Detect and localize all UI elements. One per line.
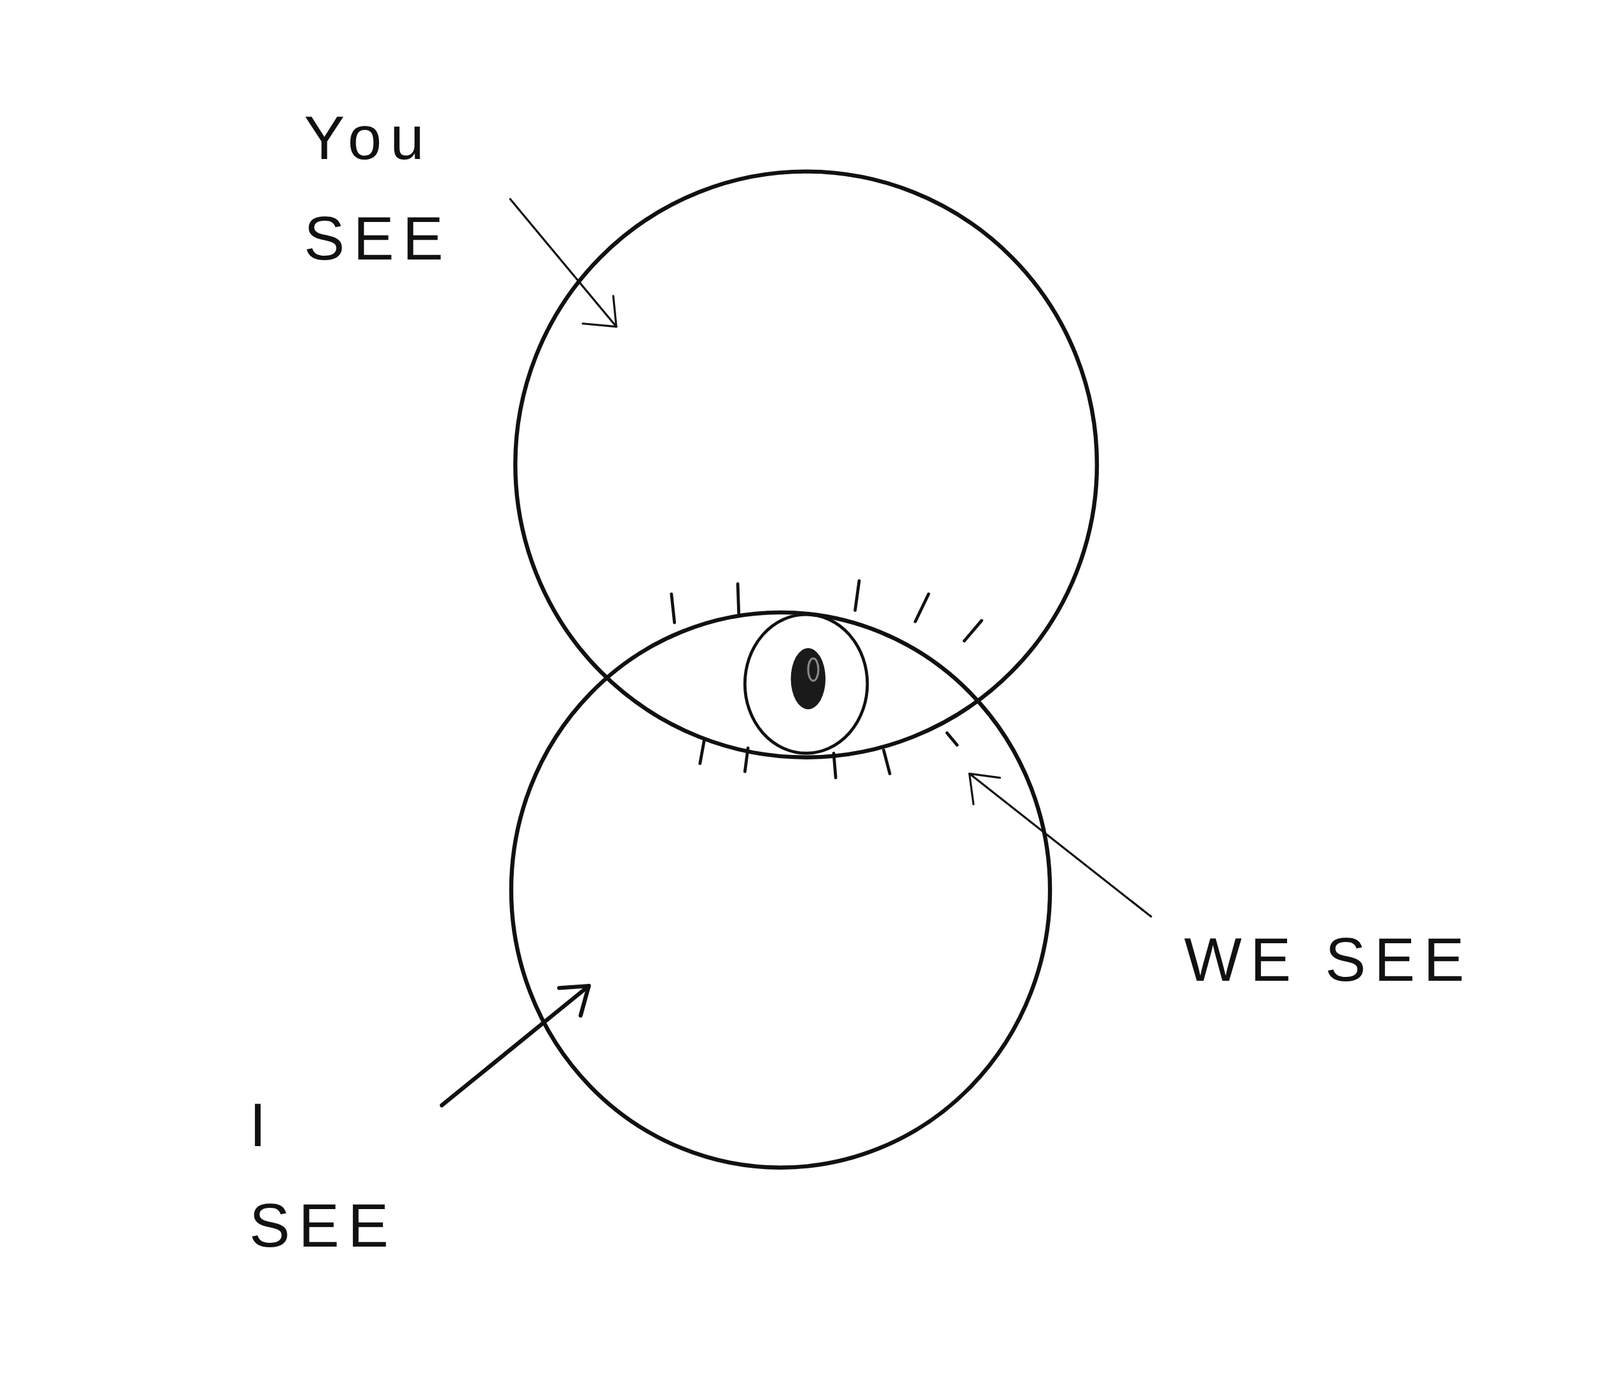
pupil-highlight [808, 658, 819, 681]
leader-arrow-i [441, 985, 589, 1106]
eyelashes [671, 580, 982, 778]
you-circle [515, 171, 1097, 758]
region-label: I SEE [249, 1074, 397, 1277]
i-circle [511, 612, 1050, 1168]
leader-arrows [510, 199, 1152, 917]
iris [744, 614, 868, 753]
region-label: You SEE [303, 87, 452, 290]
region-label: WE SEE [1184, 909, 1473, 1010]
pupil [791, 648, 827, 710]
